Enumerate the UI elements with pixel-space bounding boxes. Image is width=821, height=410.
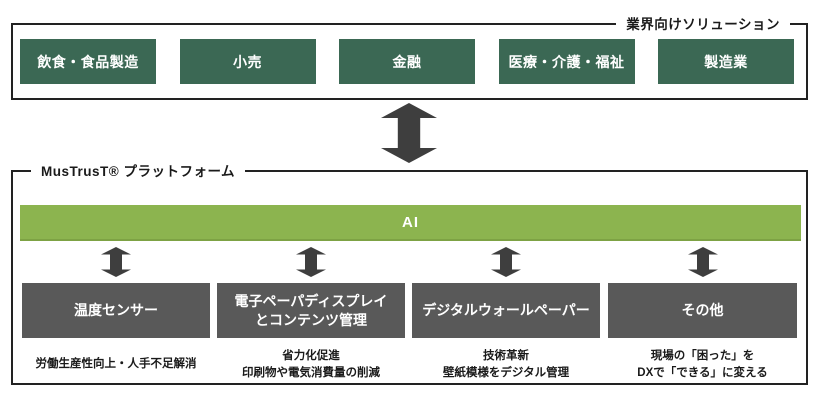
industry-solutions-label: 業界向けソリューション: [616, 15, 790, 34]
bidirectional-arrow-icon: [101, 247, 131, 277]
device-caption: 現場の「困った」を DXで「できる」に変える: [637, 348, 767, 383]
platform-frame: MusTrusT® プラットフォーム AI 温度センサー 労働生産性向上・人手不…: [11, 162, 808, 385]
industry-box-finance: 金融: [339, 39, 475, 84]
device-caption: 技術革新 壁紙模様をデジタル管理: [443, 348, 569, 383]
device-box-digital-wallpaper: デジタルウォールペーパー: [412, 283, 600, 338]
device-title: 温度センサー: [74, 302, 158, 319]
device-caption: 省力化促進 印刷物や電気消費量の削減: [242, 348, 380, 383]
industry-box-food-manufacturing: 飲食・食品製造: [20, 39, 156, 84]
device-title: その他: [681, 302, 724, 319]
bidirectional-arrow-icon: [687, 247, 718, 277]
device-caption-line1: 労働生産性向上・人手不足解消: [35, 358, 197, 371]
device-box-others: その他: [608, 283, 797, 338]
industry-box-medical-care-welfare: 医療・介護・福祉: [498, 39, 635, 84]
device-column-epaper-display: 電子ペーパディスプレイ とコンテンツ管理 省力化促進 印刷物や電気消費量の削減: [217, 247, 405, 383]
device-caption-line2: 壁紙模様をデジタル管理: [442, 367, 570, 380]
device-box-epaper-display: 電子ペーパディスプレイ とコンテンツ管理: [217, 283, 405, 338]
device-caption-line2: 印刷物や電気消費量の削減: [242, 367, 380, 380]
bidirectional-arrow-icon: [296, 247, 326, 277]
device-caption-line1: 技術革新: [483, 350, 529, 362]
device-box-temperature-sensor: 温度センサー: [22, 283, 210, 338]
device-column-others: その他 現場の「困った」を DXで「できる」に変える: [608, 247, 797, 383]
device-column-digital-wallpaper: デジタルウォールペーパー 技術革新 壁紙模様をデジタル管理: [412, 247, 600, 383]
platform-label: MusTrusT® プラットフォーム: [31, 162, 246, 181]
device-title: デジタルウォールペーパー: [422, 302, 590, 319]
device-title-line2: とコンテンツ管理: [255, 311, 367, 328]
device-caption-line1: 省力化促進: [282, 350, 340, 362]
bidirectional-arrow-icon: [491, 247, 521, 277]
device-caption-line1: 現場の「困った」を: [650, 350, 755, 362]
industry-solutions-frame: 業界向けソリューション 飲食・食品製造 小売 金融 医療・介護・福祉 製造業: [11, 15, 808, 100]
device-title: 電子ペーパディスプレイ: [234, 292, 388, 309]
industry-boxes-row: 飲食・食品製造 小売 金融 医療・介護・福祉 製造業: [13, 25, 806, 98]
device-column-temperature-sensor: 温度センサー 労働生産性向上・人手不足解消: [22, 247, 210, 382]
industry-box-retail: 小売: [179, 39, 316, 84]
device-caption-line2: DXで「できる」に変える: [637, 367, 768, 380]
ai-bar-label: AI: [402, 213, 419, 231]
bidirectional-arrow-icon: [381, 103, 437, 163]
ai-bar: AI: [20, 205, 801, 241]
device-caption: 労働生産性向上・人手不足解消: [36, 348, 197, 382]
industry-box-manufacturing: 製造業: [658, 39, 794, 84]
